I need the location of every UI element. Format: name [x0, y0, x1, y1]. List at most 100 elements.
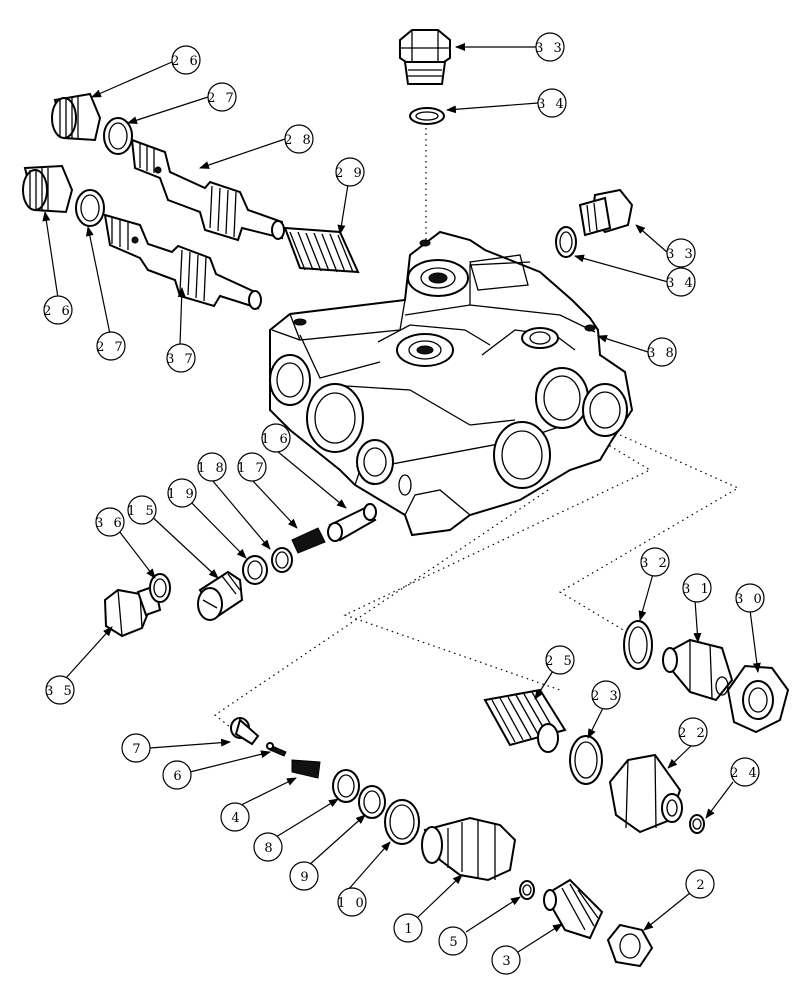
svg-text:1 7: 1 7	[237, 461, 267, 476]
callout-31: 3 1	[682, 573, 712, 603]
valve-body	[269, 230, 634, 537]
nut-2	[606, 923, 654, 968]
callout-33-top: 3 3	[535, 32, 565, 62]
callout-16: 1 6	[261, 423, 291, 453]
callout-38: 3 8	[647, 337, 677, 367]
svg-text:7: 7	[132, 742, 143, 757]
svg-text:2 2: 2 2	[678, 726, 708, 741]
svg-text:2 3: 2 3	[591, 689, 621, 704]
callout-28: 2 8	[284, 124, 314, 154]
callout-34-side: 3 4	[666, 267, 696, 297]
svg-text:3 4: 3 4	[537, 97, 567, 112]
svg-text:3 2: 3 2	[640, 556, 670, 571]
svg-text:1 8: 1 8	[197, 461, 227, 476]
poppet-16	[327, 503, 377, 542]
plug-33-top	[399, 29, 451, 85]
svg-text:3 0: 3 0	[735, 592, 765, 607]
callout-32: 3 2	[640, 547, 670, 577]
svg-text:1 5: 1 5	[127, 504, 157, 519]
oring-23	[569, 735, 603, 785]
svg-text:2 6: 2 6	[171, 54, 201, 69]
callout-30: 3 0	[735, 583, 765, 613]
oring-18	[271, 547, 293, 573]
plug-33-side	[578, 188, 634, 237]
spring-4	[291, 759, 321, 779]
svg-text:6: 6	[173, 769, 184, 784]
svg-text:3 3: 3 3	[666, 247, 696, 262]
callout-8: 8	[253, 832, 283, 862]
oring-36	[149, 573, 171, 603]
callout-33-side: 3 3	[666, 238, 696, 268]
oring-34-top	[409, 107, 445, 125]
oring-32	[623, 620, 653, 670]
callout-29: 2 9	[335, 157, 365, 187]
fitting-22	[608, 753, 683, 834]
callout-2: 2	[685, 869, 715, 899]
callout-27-lower: 2 7	[96, 331, 126, 361]
callout-37: 3 7	[166, 343, 196, 373]
fitting-31	[662, 638, 734, 702]
callout-34-top: 3 4	[537, 88, 567, 118]
plug-26-upper	[51, 92, 102, 142]
oring-19	[242, 555, 268, 585]
oring-8	[332, 769, 360, 803]
svg-text:1 6: 1 6	[261, 432, 291, 447]
svg-text:2 9: 2 9	[335, 166, 365, 181]
callout-19: 1 9	[167, 478, 197, 508]
svg-text:2 8: 2 8	[284, 133, 314, 148]
spring-17	[291, 527, 326, 554]
callout-4: 4	[220, 802, 250, 832]
spool-28	[130, 138, 285, 242]
oring-27-lower	[75, 189, 105, 227]
callout-35: 3 5	[45, 675, 75, 705]
svg-text:3: 3	[502, 954, 513, 969]
callout-7: 7	[121, 733, 151, 763]
svg-text:3 5: 3 5	[45, 684, 75, 699]
callout-17: 1 7	[237, 452, 267, 482]
oring-27-upper	[103, 117, 133, 155]
callout-27-upper: 2 7	[207, 82, 237, 112]
oring-34-side	[555, 226, 577, 258]
oring-10	[384, 799, 420, 845]
callout-10: 1 0	[337, 887, 367, 917]
oring-5	[519, 880, 535, 900]
plug-26-lower	[22, 164, 74, 214]
callout-24: 2 4	[730, 757, 760, 787]
svg-text:8: 8	[264, 841, 275, 856]
svg-text:2 7: 2 7	[207, 91, 237, 106]
svg-text:2: 2	[696, 878, 707, 893]
svg-text:1 9: 1 9	[167, 487, 197, 502]
callout-23: 2 3	[591, 680, 621, 710]
spool-37	[103, 213, 262, 310]
pin-6	[266, 742, 287, 757]
svg-text:3 8: 3 8	[647, 346, 677, 361]
callout-1: 1	[393, 913, 423, 943]
callout-6: 6	[162, 760, 192, 790]
cartridge-1	[421, 816, 517, 882]
svg-text:5: 5	[449, 935, 460, 950]
spring-29	[283, 226, 360, 274]
leader-lines	[42, 43, 761, 953]
callout-25: 2 5	[545, 645, 575, 675]
nut-30	[726, 664, 790, 734]
oring-24	[689, 814, 705, 834]
svg-text:2 7: 2 7	[96, 340, 126, 355]
svg-text:1 0: 1 0	[337, 896, 367, 911]
callout-26-lower: 2 6	[43, 295, 73, 325]
callout-15: 1 5	[127, 495, 157, 525]
svg-text:3 4: 3 4	[666, 276, 696, 291]
svg-text:3 6: 3 6	[95, 516, 125, 531]
svg-text:2 6: 2 6	[43, 304, 73, 319]
svg-text:2 4: 2 4	[730, 766, 760, 781]
callout-3: 3	[491, 945, 521, 975]
callout-22: 2 2	[678, 717, 708, 747]
callout-18: 1 8	[197, 452, 227, 482]
svg-text:3 1: 3 1	[682, 582, 712, 597]
svg-text:3 3: 3 3	[535, 41, 565, 56]
assembly-lines	[213, 128, 740, 736]
svg-text:1: 1	[404, 922, 415, 937]
oring-9	[358, 785, 386, 819]
callout-9: 9	[289, 861, 319, 891]
